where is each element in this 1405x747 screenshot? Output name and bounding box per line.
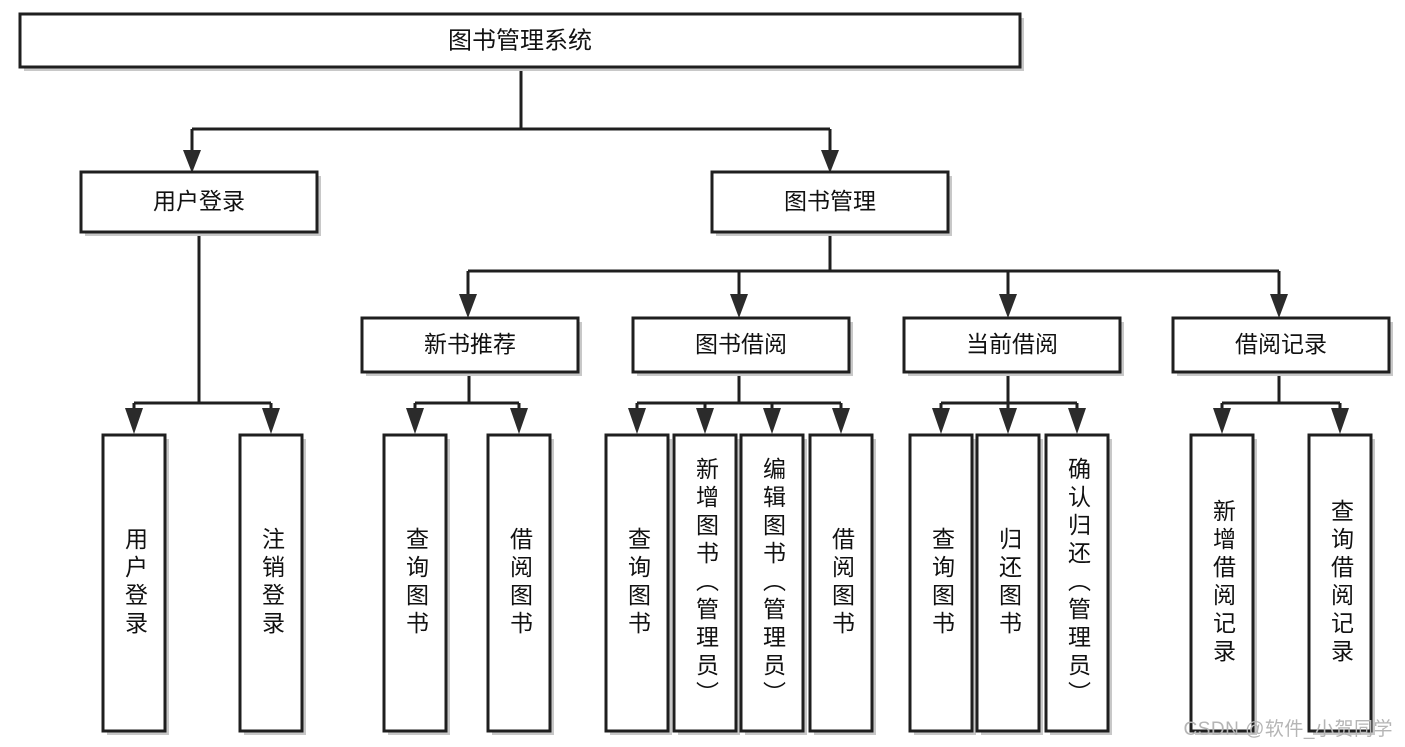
connector-group-borrowrecord-to-leaves	[1213, 373, 1349, 434]
connector-group-booklist-to-level3	[459, 232, 1288, 318]
leaf-book-borrow-3[interactable]	[808, 433, 876, 735]
leaf-user-login-1[interactable]	[238, 433, 306, 735]
arrow-head-icon	[406, 408, 424, 434]
connector-group-currentborrow-to-leaves	[932, 373, 1086, 434]
arrow-head-icon	[999, 294, 1017, 318]
leaf-book-borrow-2[interactable]	[739, 433, 807, 735]
leaf-new-book-recommend-0[interactable]	[382, 433, 450, 735]
arrow-head-icon	[628, 408, 646, 434]
leaf-borrow-record-1[interactable]	[1307, 433, 1375, 735]
node-current-borrow[interactable]: 当前借阅	[902, 316, 1124, 376]
node-borrow-record[interactable]: 借阅记录	[1171, 316, 1393, 376]
leaf-current-borrow-0[interactable]	[908, 433, 976, 735]
node-current-borrow-label: 当前借阅	[966, 331, 1058, 357]
arrow-head-icon	[730, 294, 748, 318]
node-book-borrow-label: 图书借阅	[695, 331, 787, 357]
arrow-head-icon	[1331, 408, 1349, 434]
node-book-management-label: 图书管理	[784, 188, 876, 214]
connector-group-newbook-to-leaves	[406, 373, 528, 434]
node-book-borrow[interactable]: 图书借阅	[631, 316, 853, 376]
connector-group-bookborrow-to-leaves	[628, 373, 850, 434]
node-user-login[interactable]: 用户登录	[79, 170, 321, 236]
leaf-user-login-0[interactable]	[101, 433, 169, 735]
arrow-head-icon	[262, 408, 280, 434]
arrow-head-icon	[1270, 294, 1288, 318]
arrow-head-icon	[999, 408, 1017, 434]
connector-group-userlogin-to-leaves	[125, 232, 280, 434]
leaf-book-borrow-1[interactable]	[672, 433, 740, 735]
node-new-book-recommend-label: 新书推荐	[424, 331, 516, 357]
node-root-system[interactable]: 图书管理系统	[18, 12, 1024, 71]
node-user-login-label: 用户登录	[153, 188, 245, 214]
leaf-new-book-recommend-1[interactable]	[486, 433, 554, 735]
arrow-head-icon	[183, 150, 201, 173]
leaf-current-borrow-1[interactable]	[975, 433, 1043, 735]
arrow-head-icon	[832, 408, 850, 434]
node-new-book-recommend[interactable]: 新书推荐	[360, 316, 582, 376]
arrow-head-icon	[125, 408, 143, 434]
arrow-head-icon	[1068, 408, 1086, 434]
leaf-current-borrow-2[interactable]	[1044, 433, 1112, 735]
arrow-head-icon	[459, 294, 477, 318]
arrow-head-icon	[763, 408, 781, 434]
arrow-head-icon	[1213, 408, 1231, 434]
node-book-management[interactable]: 图书管理	[710, 170, 952, 236]
arrow-head-icon	[510, 408, 528, 434]
node-root-system-label: 图书管理系统	[448, 27, 592, 54]
arrow-head-icon	[932, 408, 950, 434]
node-borrow-record-label: 借阅记录	[1235, 331, 1327, 357]
arrow-head-icon	[821, 150, 839, 173]
arrow-head-icon	[696, 408, 714, 434]
leaf-borrow-record-0[interactable]	[1189, 433, 1257, 735]
connector-group-root-to-level2	[183, 71, 839, 173]
csdn-watermark: CSDN @软件_小贺同学	[1183, 719, 1393, 740]
leaf-book-borrow-0[interactable]	[604, 433, 672, 735]
